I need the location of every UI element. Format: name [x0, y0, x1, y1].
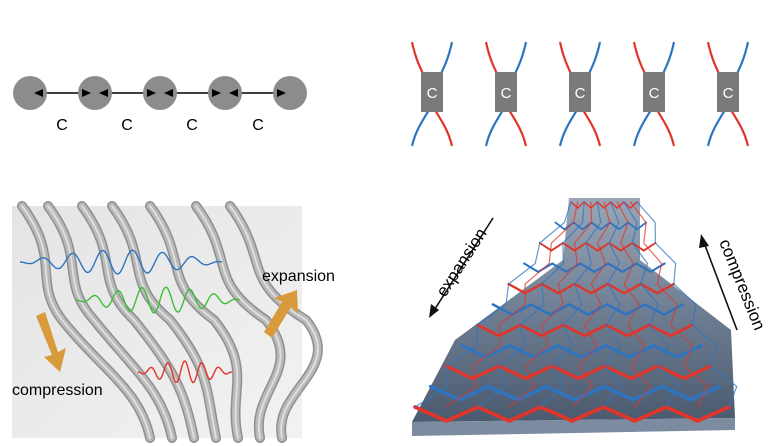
lattice-column: [508, 201, 593, 408]
compression-label-d: compression: [715, 236, 768, 332]
coupler-box: [421, 72, 443, 112]
lattice-column: [623, 201, 680, 408]
coupler-box: [643, 72, 665, 112]
expansion-label: expansion: [262, 268, 335, 285]
lattice-column: [414, 201, 572, 408]
arrowhead-left: [229, 89, 238, 97]
coupler-1: C: [410, 41, 454, 147]
chain-node: [208, 76, 242, 110]
panel-c-waveguide-array: expansion compression: [12, 201, 335, 443]
coupler-3: C: [558, 41, 602, 147]
panel-a-coupled-chain: C C C C: [13, 76, 307, 134]
coupling-label-2: C: [121, 117, 133, 134]
lattice-column: [629, 201, 709, 408]
coupler-label: C: [723, 85, 734, 102]
arrowhead-left: [34, 89, 43, 97]
waveguide-highlight: [111, 205, 217, 439]
coupler-5: C: [706, 41, 750, 147]
arrowhead-right: [82, 89, 91, 97]
coupler-label: C: [501, 85, 512, 102]
lattice-column: [602, 201, 622, 408]
lattice-row: [570, 200, 638, 210]
chain-node: [13, 76, 47, 110]
waveguide-highlight: [47, 205, 173, 439]
coupler-label: C: [427, 85, 438, 102]
chain-node: [78, 76, 112, 110]
arrowhead-left: [164, 89, 173, 97]
red-wave-packet: [137, 360, 233, 384]
compression-arrow-d: [699, 234, 738, 331]
coupling-label-1: C: [56, 117, 68, 134]
lattice-row: [523, 262, 666, 274]
lattice-column: [445, 201, 579, 408]
expansion-label-d: expansion: [432, 225, 490, 300]
coupler-box: [495, 72, 517, 112]
arrowhead-left: [99, 89, 108, 97]
slab-front-edge: [412, 418, 735, 436]
coupler-box: [569, 72, 591, 112]
compression-arrow: [36, 312, 66, 372]
lattice-column: [477, 201, 585, 408]
coupling-label-3: C: [186, 117, 198, 134]
lattice-column: [571, 201, 611, 408]
lattice-row: [428, 384, 722, 402]
blue-wave-packet: [20, 249, 223, 275]
coupling-label-4: C: [252, 117, 264, 134]
lattice-column: [636, 201, 738, 408]
coupler-box: [717, 72, 739, 112]
coupler-label: C: [649, 85, 660, 102]
arrowhead-right: [212, 89, 221, 97]
arrowhead-right: [147, 89, 156, 97]
lattice-row: [507, 282, 675, 295]
waveguide-highlight: [81, 205, 195, 439]
lattice-row: [491, 303, 685, 316]
waveguide-highlight: [195, 205, 282, 439]
waveguide-highlight: [229, 205, 319, 439]
lattice-row: [475, 323, 694, 338]
coupler-label: C: [575, 85, 586, 102]
green-wave-packet: [75, 286, 241, 314]
waveguide-highlight: [149, 205, 239, 439]
lattice-row: [538, 241, 657, 252]
coupler-4: C: [632, 41, 676, 147]
arrowhead-right: [277, 89, 286, 97]
lattice-row: [413, 404, 731, 424]
lattice-column: [616, 201, 651, 408]
lattice-row: [444, 364, 713, 381]
lattice-row: [460, 343, 703, 359]
chain-node: [143, 76, 177, 110]
coupler-2: C: [484, 41, 528, 147]
compression-label: compression: [12, 382, 103, 399]
waveguide-highlight: [21, 205, 151, 439]
panel-d-lattice-slab: expansion compression: [412, 198, 768, 436]
chain-node: [273, 76, 307, 110]
expansion-arrow: [264, 290, 298, 338]
lattice-column: [540, 201, 602, 408]
expansion-arrow-d: [429, 217, 494, 318]
